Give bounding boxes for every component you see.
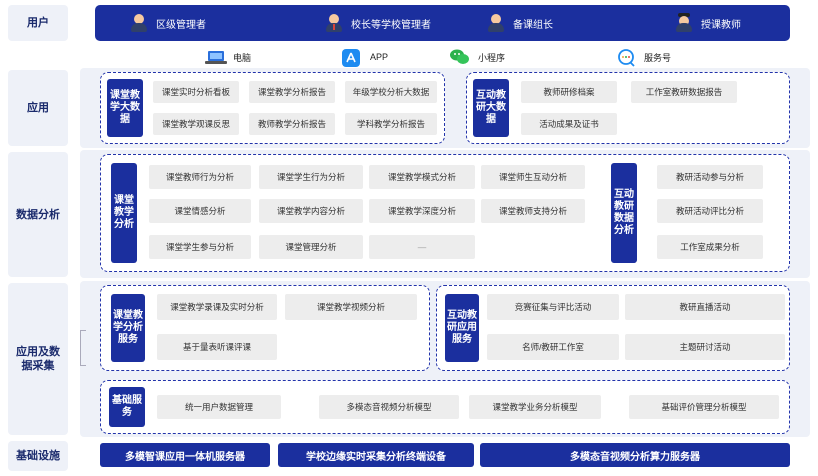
app-item[interactable]: 教师教学分析报告 xyxy=(249,113,335,135)
analysis-item[interactable]: 课堂教师行为分析 xyxy=(149,165,251,189)
interact-service-group: 互动教研应用服务 竞赛征集与评比活动 教研直播活动 名师/教研工作室 主题研讨活… xyxy=(436,285,790,371)
user-role-teacher[interactable]: 授课教师 xyxy=(675,5,741,41)
infra-item[interactable]: 多模智课应用一体机服务器 xyxy=(100,443,270,467)
section-label-collection: 应用及数据采集 xyxy=(8,283,68,435)
classroom-bigdata-group: 课堂教学大数据 课堂实时分析看板 课堂教学分析报告 年级学校分析大数据 课堂教学… xyxy=(100,72,445,144)
interact-bigdata-group: 互动教研大数据 教师研修档案 工作室教研数据报告 活动成果及证书 xyxy=(466,72,790,144)
group-leader-avatar-icon xyxy=(487,13,505,33)
section-label-infra: 基础设施 xyxy=(8,441,68,471)
terminal-app[interactable]: APP xyxy=(342,47,388,67)
app-item[interactable]: 年级学校分析大数据 xyxy=(345,81,437,103)
service-item[interactable]: 教研直播活动 xyxy=(625,294,785,320)
app-item[interactable]: 课堂实时分析看板 xyxy=(153,81,239,103)
interact-service-label: 互动教研应用服务 xyxy=(445,294,479,362)
laptop-icon xyxy=(205,49,227,65)
analysis-item[interactable]: 课堂管理分析 xyxy=(259,235,363,259)
app-item[interactable]: 课堂教学观课反思 xyxy=(153,113,239,135)
base-item[interactable]: 多模态音视频分析模型 xyxy=(319,395,459,419)
user-role-district[interactable]: 区级管理者 xyxy=(130,5,206,41)
analysis-group: 课堂教学分析 课堂教师行为分析 课堂学生行为分析 课堂教学模式分析 课堂师生互动… xyxy=(100,154,790,272)
analysis-item[interactable]: 课堂教学模式分析 xyxy=(369,165,475,189)
classroom-service-label: 课堂教学分析服务 xyxy=(111,294,145,362)
analysis-item[interactable]: 教研活动参与分析 xyxy=(657,165,763,189)
section-label-users: 用户 xyxy=(8,5,68,41)
analysis-item[interactable]: 课堂情感分析 xyxy=(149,199,251,223)
user-role-principal[interactable]: 校长等学校管理者 xyxy=(325,5,431,41)
infra-item[interactable]: 多模态音视频分析算力服务器 xyxy=(480,443,790,467)
base-service-label: 基础服务 xyxy=(109,387,145,427)
base-item[interactable]: 课堂教学业务分析模型 xyxy=(469,395,601,419)
app-item[interactable]: 课堂教学分析报告 xyxy=(249,81,335,103)
chat-bubble-icon xyxy=(616,49,636,67)
analysis-item[interactable]: 课堂教学内容分析 xyxy=(259,199,363,223)
analysis-item[interactable]: 课堂学生行为分析 xyxy=(259,165,363,189)
terminal-service-account[interactable]: 服务号 xyxy=(616,47,671,67)
section-label-analysis: 数据分析 xyxy=(8,152,68,277)
section-label-apps: 应用 xyxy=(8,70,68,146)
service-item[interactable]: 课堂教学视频分析 xyxy=(285,294,417,320)
analysis-item[interactable]: 课堂学生参与分析 xyxy=(149,235,251,259)
classroom-analysis-label: 课堂教学分析 xyxy=(111,163,137,263)
analysis-item[interactable]: 工作室成果分析 xyxy=(657,235,763,259)
base-service-group: 基础服务 统一用户数据管理 多模态音视频分析模型 课堂教学业务分析模型 基础评价… xyxy=(100,380,790,434)
user-role-bar: 区级管理者 校长等学校管理者 备课组长 授课教师 xyxy=(95,5,790,41)
app-item[interactable]: 活动成果及证书 xyxy=(521,113,617,135)
interact-analysis-label: 互动教研数据分析 xyxy=(611,163,637,263)
service-item[interactable]: 竞赛征集与评比活动 xyxy=(487,294,619,320)
app-item[interactable]: 学科教学分析报告 xyxy=(345,113,437,135)
interact-bigdata-label: 互动教研大数据 xyxy=(473,79,509,137)
analysis-item[interactable]: 教研活动评比分析 xyxy=(657,199,763,223)
service-item[interactable]: 主题研讨活动 xyxy=(625,334,785,360)
user-role-group-leader[interactable]: 备课组长 xyxy=(487,5,553,41)
base-item[interactable]: 基础评价管理分析模型 xyxy=(629,395,779,419)
classroom-bigdata-label: 课堂教学大数据 xyxy=(107,79,143,137)
analysis-item-placeholder: — xyxy=(369,235,475,259)
terminal-mini-program[interactable]: 小程序 xyxy=(450,47,505,67)
app-store-icon xyxy=(342,49,362,67)
app-item[interactable]: 教师研修档案 xyxy=(521,81,617,103)
wechat-icon xyxy=(450,49,470,65)
analysis-item[interactable]: 课堂教学深度分析 xyxy=(369,199,475,223)
terminal-pc[interactable]: 电脑 xyxy=(205,47,251,67)
principal-avatar-icon xyxy=(325,13,343,33)
admin-avatar-icon xyxy=(130,13,148,33)
service-item[interactable]: 名师/教研工作室 xyxy=(487,334,619,360)
infra-item[interactable]: 学校边缘实时采集分析终端设备 xyxy=(278,443,474,467)
analysis-item[interactable]: 课堂师生互动分析 xyxy=(481,165,585,189)
service-item[interactable]: 基于量表听课评课 xyxy=(157,334,277,360)
teacher-avatar-icon xyxy=(675,13,693,33)
app-item[interactable]: 工作室教研数据报告 xyxy=(631,81,737,103)
base-item[interactable]: 统一用户数据管理 xyxy=(157,395,281,419)
service-item[interactable]: 课堂教学录课及实时分析 xyxy=(157,294,277,320)
analysis-item[interactable]: 课堂教师支持分析 xyxy=(481,199,585,223)
bracket-divider xyxy=(80,330,86,366)
classroom-service-group: 课堂教学分析服务 课堂教学录课及实时分析 课堂教学视频分析 基于量表听课评课 xyxy=(100,285,430,371)
